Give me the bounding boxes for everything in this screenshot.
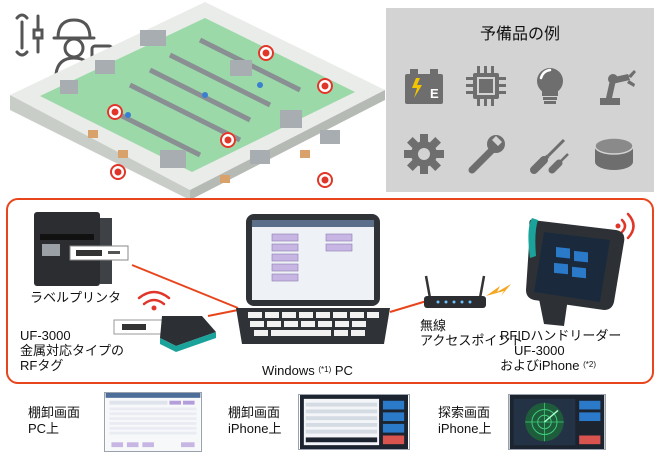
iphone-search-screen — [508, 394, 606, 450]
windows-pc-label: Windows (*1) PC — [262, 363, 353, 378]
gear-icon — [404, 134, 444, 174]
screwdriver-icon — [530, 138, 569, 174]
rf-tag-label-line3: RFタグ — [20, 358, 64, 373]
disk-icon — [594, 137, 634, 170]
label-printer-label: ラベルプリンタ — [30, 290, 122, 305]
label-printer-device — [34, 212, 129, 286]
access-point-label-line1: 無線 — [420, 318, 447, 333]
rfid-reader-label-line1: RFIDハンドリーダー — [500, 328, 622, 343]
rf-tag-label-line2: 金属対応タイプの — [20, 343, 125, 358]
wrench-icon — [468, 135, 505, 174]
bulb-icon — [537, 68, 563, 104]
robot-arm-icon — [600, 70, 636, 105]
wireless-access-point — [424, 275, 486, 308]
system-configuration-frame — [6, 198, 654, 384]
svg-text:E: E — [430, 86, 439, 101]
windows-pc-laptop — [236, 214, 390, 344]
rfid-hand-reader-device — [526, 212, 635, 326]
rfid-reader-label-line2: UF-3000 — [514, 343, 565, 358]
factory-floor-illustration — [10, 2, 385, 200]
pc-inventory-screen — [104, 392, 202, 452]
rf-target-markers — [107, 45, 333, 188]
chip-icon — [466, 66, 506, 106]
battery-icon: E — [405, 69, 443, 104]
rfid-reader-label-line3: およびiPhone (*2) — [500, 358, 596, 373]
spare-parts-title: 予備品の例 — [479, 26, 560, 43]
access-point-label-line2: アクセスポイント — [420, 333, 524, 348]
spare-parts-panel: 予備品の例 E — [386, 8, 654, 192]
rf-tag-label-line1: UF-3000 — [20, 328, 71, 343]
iphone-inventory-screen — [298, 394, 410, 450]
rf-tag-device — [113, 290, 216, 352]
